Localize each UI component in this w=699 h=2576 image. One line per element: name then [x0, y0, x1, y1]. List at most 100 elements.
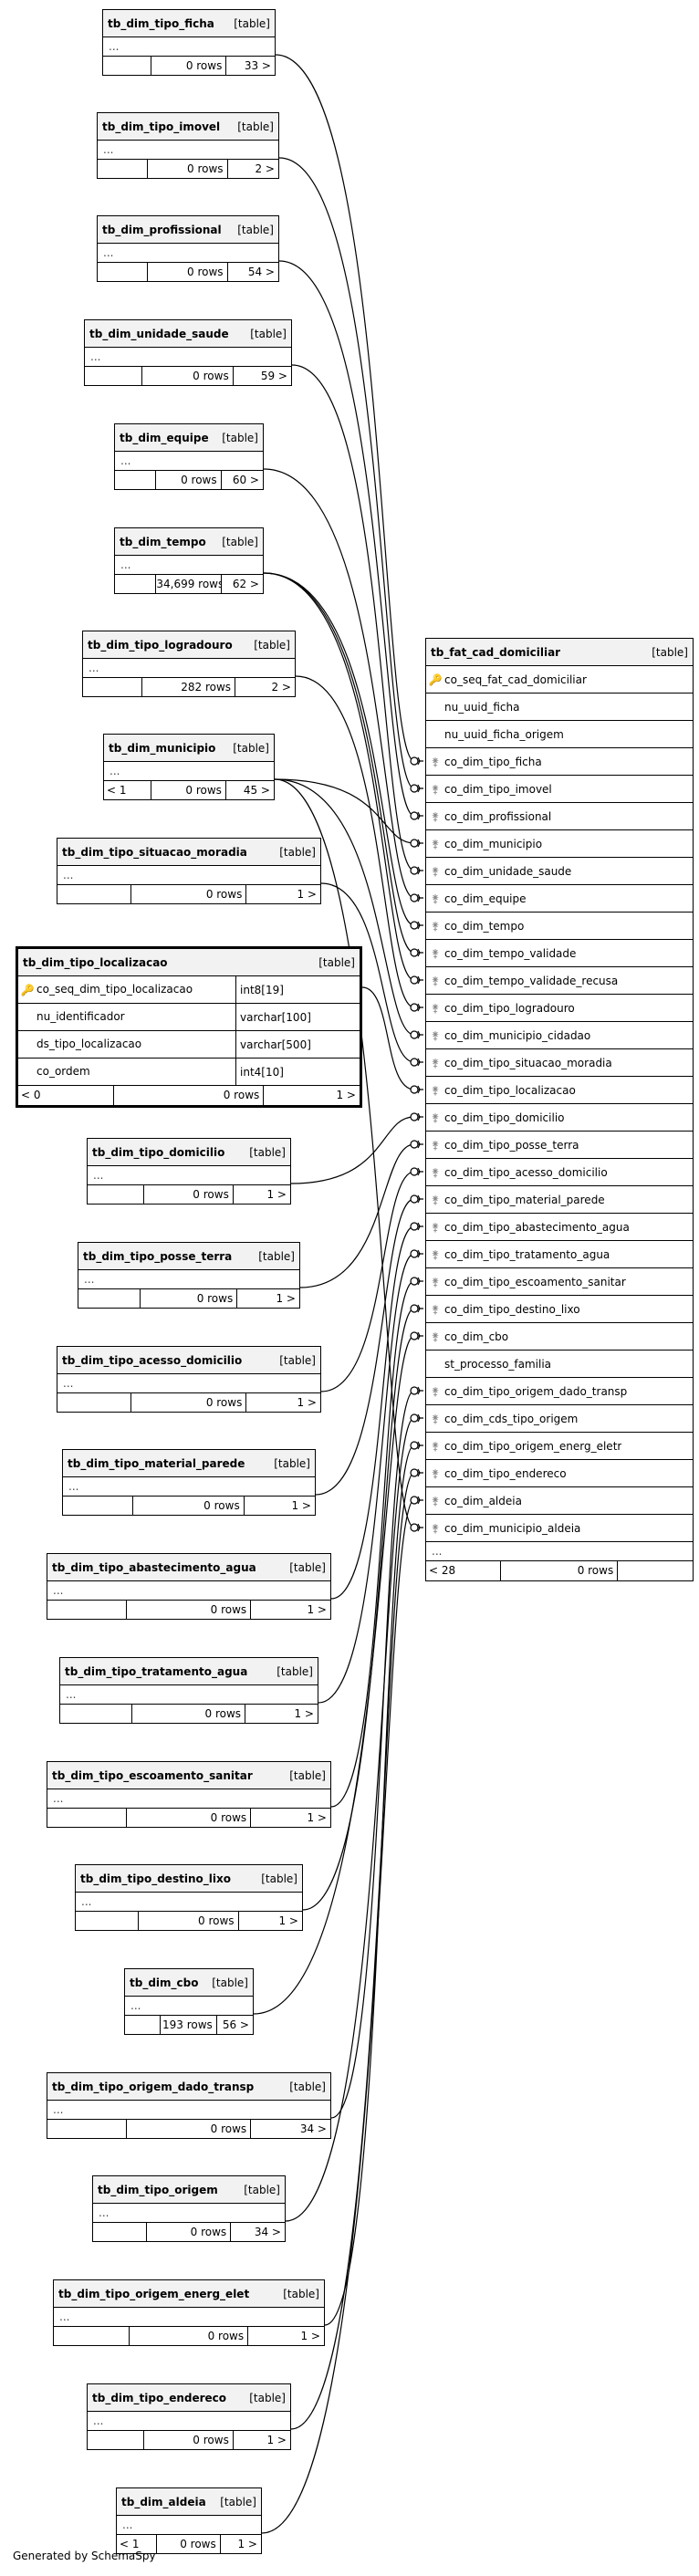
table-header[interactable]: tb_dim_tipo_domicilio [table] [88, 1139, 290, 1166]
table-name[interactable]: tb_dim_tipo_acesso_domicilio [62, 1353, 243, 1367]
column-row[interactable]: nu_uuid_ficha_origem [426, 721, 693, 748]
table-name[interactable]: tb_dim_tipo_tratamento_agua [65, 1664, 248, 1678]
table-header[interactable]: tb_dim_tipo_origem_dado_transp [table] [47, 2073, 330, 2101]
table-name[interactable]: tb_dim_tipo_localizacao [23, 955, 168, 969]
column-row[interactable]: ⚵ co_dim_municipio_cidadao [426, 1022, 693, 1049]
table-name[interactable]: tb_dim_tipo_situacao_moradia [62, 845, 247, 859]
table-header[interactable]: tb_dim_aldeia [table] [117, 2488, 261, 2516]
table-tb-dim-tempo[interactable]: tb_dim_tempo [table] ... 34,699 rows 62 … [114, 527, 264, 594]
column-row[interactable]: ⚵ co_dim_tipo_ficha [426, 748, 693, 776]
table-header[interactable]: tb_dim_tipo_situacao_moradia [table] [57, 839, 320, 866]
table-name[interactable]: tb_dim_tipo_destino_lixo [80, 1872, 231, 1885]
table-tb-dim-tipo-localizacao[interactable]: tb_dim_tipo_localizacao [table] 🔑 co_seq… [16, 946, 362, 1108]
column-row[interactable]: ⚵ co_dim_tipo_destino_lixo [426, 1296, 693, 1323]
column-row[interactable]: ⚵ co_dim_tipo_localizacao [426, 1077, 693, 1104]
table-name[interactable]: tb_dim_unidade_saude [89, 327, 229, 340]
table-header[interactable]: tb_dim_tipo_origem [table] [93, 2176, 285, 2204]
table-name[interactable]: tb_dim_tipo_posse_terra [83, 1249, 233, 1263]
table-tb-dim-municipio[interactable]: tb_dim_municipio [table] ... < 1 0 rows … [103, 734, 275, 800]
table-tb-dim-tipo-tratamento-agua[interactable]: tb_dim_tipo_tratamento_agua [table] ... … [59, 1657, 318, 1724]
column-row[interactable]: ⚵ co_dim_tipo_origem_dado_transp [426, 1378, 693, 1405]
table-header[interactable]: tb_dim_tipo_ficha [table] [103, 10, 275, 37]
table-header[interactable]: tb_dim_municipio [table] [104, 735, 274, 762]
column-row[interactable]: ⚵ co_dim_tipo_imovel [426, 776, 693, 803]
table-header[interactable]: tb_dim_tipo_posse_terra [table] [78, 1243, 299, 1270]
table-name[interactable]: tb_dim_tipo_origem [98, 2183, 218, 2196]
table-header[interactable]: tb_dim_cbo [table] [125, 1969, 253, 1997]
table-name[interactable]: tb_dim_tempo [120, 535, 206, 548]
table-name[interactable]: tb_dim_tipo_imovel [102, 120, 221, 133]
table-tb-dim-tipo-abastecimento-agua[interactable]: tb_dim_tipo_abastecimento_agua [table] .… [47, 1553, 331, 1620]
table-header[interactable]: tb_dim_tipo_logradouro [table] [83, 631, 295, 659]
column-row[interactable]: ⚵ co_dim_tipo_abastecimento_agua [426, 1214, 693, 1241]
column-row[interactable]: ⚵ co_dim_tempo_validade_recusa [426, 967, 693, 995]
table-tb-dim-tipo-escoamento-sanitar[interactable]: tb_dim_tipo_escoamento_sanitar [table] .… [47, 1761, 331, 1828]
table-header[interactable]: tb_dim_equipe [table] [115, 424, 263, 452]
table-name[interactable]: tb_dim_tipo_ficha [108, 16, 214, 30]
column-row[interactable]: st_processo_familia [426, 1351, 693, 1378]
column-row[interactable]: ⚵ co_dim_cds_tipo_origem [426, 1405, 693, 1433]
column-row[interactable]: ⚵ co_dim_equipe [426, 885, 693, 913]
column-row[interactable]: nu_identificador varchar[100] [18, 1004, 360, 1031]
table-tb-fat-cad-domiciliar[interactable]: tb_fat_cad_domiciliar [table] 🔑 co_seq_f… [425, 638, 694, 1581]
table-name[interactable]: tb_dim_tipo_origem_energ_elet [58, 2287, 250, 2300]
table-header[interactable]: tb_dim_tipo_imovel [table] [98, 113, 278, 141]
column-row[interactable]: ds_tipo_localizacao varchar[500] [18, 1031, 360, 1059]
column-row[interactable]: ⚵ co_dim_tipo_posse_terra [426, 1132, 693, 1159]
table-tb-dim-tipo-logradouro[interactable]: tb_dim_tipo_logradouro [table] ... 282 r… [82, 631, 296, 697]
column-row[interactable]: ⚵ co_dim_tempo [426, 913, 693, 940]
table-tb-dim-tipo-ficha[interactable]: tb_dim_tipo_ficha [table] ... 0 rows 33 … [102, 9, 276, 76]
table-header[interactable]: tb_dim_tipo_acesso_domicilio [table] [57, 1347, 320, 1374]
table-tb-dim-tipo-posse-terra[interactable]: tb_dim_tipo_posse_terra [table] ... 0 ro… [78, 1242, 300, 1309]
column-row[interactable]: co_ordem int4[10] [18, 1059, 360, 1086]
table-header[interactable]: tb_dim_tipo_abastecimento_agua [table] [47, 1554, 330, 1581]
table-name[interactable]: tb_dim_tipo_material_parede [68, 1456, 245, 1470]
table-tb-dim-tipo-origem-dado-transp[interactable]: tb_dim_tipo_origem_dado_transp [table] .… [47, 2072, 331, 2139]
column-row[interactable]: ⚵ co_dim_tipo_origem_energ_eletr [426, 1433, 693, 1460]
column-row[interactable]: ⚵ co_dim_unidade_saude [426, 858, 693, 885]
table-header[interactable]: tb_dim_tipo_escoamento_sanitar [table] [47, 1762, 330, 1789]
column-row[interactable]: ⚵ co_dim_municipio_aldeia [426, 1515, 693, 1542]
table-name[interactable]: tb_dim_profissional [102, 223, 222, 236]
table-name[interactable]: tb_dim_municipio [109, 741, 216, 755]
table-name[interactable]: tb_dim_aldeia [121, 2495, 206, 2508]
table-header[interactable]: tb_dim_tempo [table] [115, 528, 263, 556]
table-name[interactable]: tb_dim_tipo_escoamento_sanitar [52, 1768, 253, 1782]
column-row[interactable]: ⚵ co_dim_tipo_material_parede [426, 1186, 693, 1214]
table-header[interactable]: tb_dim_tipo_material_parede [table] [63, 1450, 315, 1477]
table-tb-dim-cbo[interactable]: tb_dim_cbo [table] ... 193 rows 56 > [124, 1968, 254, 2035]
table-header[interactable]: tb_dim_tipo_tratamento_agua [table] [60, 1658, 318, 1685]
column-row[interactable]: ⚵ co_dim_tipo_acesso_domicilio [426, 1159, 693, 1186]
table-tb-dim-tipo-domicilio[interactable]: tb_dim_tipo_domicilio [table] ... 0 rows… [87, 1138, 291, 1205]
table-header[interactable]: tb_dim_tipo_localizacao [table] [18, 949, 360, 976]
table-tb-dim-tipo-origem[interactable]: tb_dim_tipo_origem [table] ... 0 rows 34… [92, 2175, 286, 2242]
table-header[interactable]: tb_fat_cad_domiciliar [table] [426, 639, 693, 666]
column-row[interactable]: ⚵ co_dim_tempo_validade [426, 940, 693, 967]
table-tb-dim-tipo-origem-energ-elet[interactable]: tb_dim_tipo_origem_energ_elet [table] ..… [53, 2279, 325, 2346]
table-name[interactable]: tb_fat_cad_domiciliar [431, 645, 561, 659]
table-tb-dim-profissional[interactable]: tb_dim_profissional [table] ... 0 rows 5… [97, 215, 279, 282]
column-row[interactable]: 🔑 co_seq_fat_cad_domiciliar [426, 666, 693, 694]
column-row[interactable]: ⚵ co_dim_tipo_domicilio [426, 1104, 693, 1132]
table-header[interactable]: tb_dim_tipo_origem_energ_elet [table] [54, 2280, 324, 2308]
column-row[interactable]: 🔑 co_seq_dim_tipo_localizacao int8[19] [18, 976, 360, 1004]
column-row[interactable]: ⚵ co_dim_tipo_escoamento_sanitar [426, 1268, 693, 1296]
column-row[interactable]: ⚵ co_dim_cbo [426, 1323, 693, 1351]
table-tb-dim-unidade-saude[interactable]: tb_dim_unidade_saude [table] ... 0 rows … [84, 319, 292, 386]
table-name[interactable]: tb_dim_tipo_domicilio [92, 1145, 225, 1159]
table-name[interactable]: tb_dim_tipo_origem_dado_transp [52, 2080, 255, 2093]
column-row[interactable]: ⚵ co_dim_tipo_endereco [426, 1460, 693, 1487]
table-name[interactable]: tb_dim_tipo_logradouro [88, 638, 233, 652]
column-row[interactable]: ⚵ co_dim_tipo_tratamento_agua [426, 1241, 693, 1268]
table-header[interactable]: tb_dim_tipo_endereco [table] [88, 2384, 290, 2412]
column-row[interactable]: ⚵ co_dim_tipo_logradouro [426, 995, 693, 1022]
table-header[interactable]: tb_dim_profissional [table] [98, 216, 278, 244]
table-tb-dim-tipo-situacao-moradia[interactable]: tb_dim_tipo_situacao_moradia [table] ...… [57, 838, 321, 904]
column-row[interactable]: ⚵ co_dim_tipo_situacao_moradia [426, 1049, 693, 1077]
table-name[interactable]: tb_dim_cbo [130, 1976, 199, 1989]
table-tb-dim-tipo-endereco[interactable]: tb_dim_tipo_endereco [table] ... 0 rows … [87, 2383, 291, 2450]
column-row[interactable]: nu_uuid_ficha [426, 694, 693, 721]
table-tb-dim-tipo-material-parede[interactable]: tb_dim_tipo_material_parede [table] ... … [62, 1449, 316, 1516]
table-tb-dim-tipo-imovel[interactable]: tb_dim_tipo_imovel [table] ... 0 rows 2 … [97, 112, 279, 179]
column-row[interactable]: ⚵ co_dim_aldeia [426, 1487, 693, 1515]
